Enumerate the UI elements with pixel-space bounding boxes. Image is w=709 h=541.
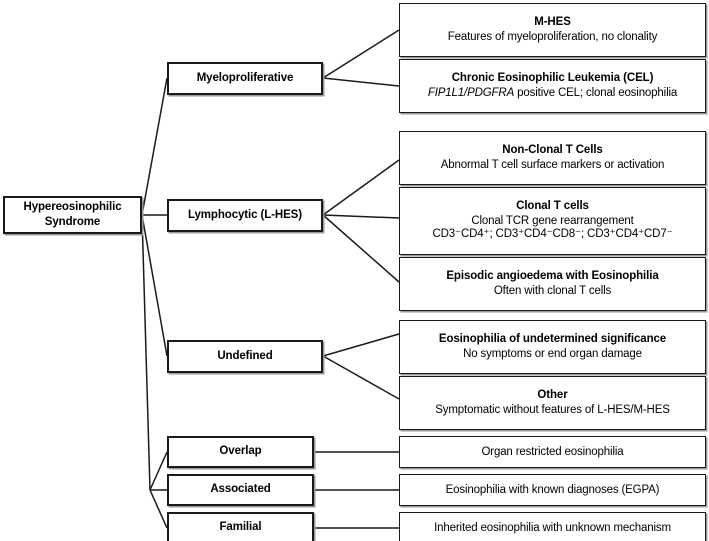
- node-associated[interactable]: Associated: [167, 474, 314, 506]
- connector-lympho-to-nonclonal: [322, 159, 400, 216]
- node-organ-restricted-eosinophilia[interactable]: Organ restricted eosinophilia: [399, 436, 706, 468]
- leaf-title-inherited-eosinophilia: Inherited eosinophilia with unknown mech…: [434, 521, 671, 534]
- leaf-title-organ-restricted-eosinophilia: Organ restricted eosinophilia: [481, 445, 624, 458]
- leaf-markers-clonal-t-cells: CD3⁻CD4⁺; CD3⁺CD4⁻CD8⁻; CD3⁺CD4⁺CD7⁻: [432, 228, 673, 241]
- category-label-lymphocytic: Lymphocytic (L-HES): [188, 208, 302, 221]
- leaf-subtitle-other: Symptomatic without features of L-HES/M-…: [435, 403, 670, 416]
- node-known-diagnoses[interactable]: Eosinophilia with known diagnoses (EGPA): [399, 474, 706, 506]
- leaf-subtitle-cel-rest: positive CEL; clonal eosinophilia: [514, 86, 678, 99]
- node-hypereosinophilic-syndrome[interactable]: Hypereosinophilic Syndrome: [3, 196, 142, 234]
- node-m-hes[interactable]: M-HES Features of myeloproliferation, no…: [399, 3, 706, 57]
- node-non-clonal-t-cells[interactable]: Non-Clonal T Cells Abnormal T cell surfa…: [399, 131, 706, 185]
- leaf-subtitle-non-clonal-t-cells: Abnormal T cell surface markers or activ…: [440, 158, 665, 171]
- leaf-title-non-clonal-t-cells: Non-Clonal T Cells: [502, 143, 603, 156]
- leaf-subtitle-cel: FIP1L1/PDGFRA positive CEL; clonal eosin…: [428, 87, 677, 101]
- category-label-myeloproliferative: Myeloproliferative: [196, 71, 294, 84]
- connector-root-to-myeloproliferative: [141, 77, 168, 216]
- connector-myelo-to-cel: [322, 77, 400, 87]
- leaf-title-episodic-angioedema: Episodic angioedema with Eosinophilia: [446, 269, 659, 282]
- leaf-title-known-diagnoses: Eosinophilia with known diagnoses (EGPA): [445, 483, 660, 496]
- leaf-title-other: Other: [537, 388, 568, 401]
- leaf-title-eosinophilia-undetermined: Eosinophilia of undetermined significanc…: [438, 332, 667, 345]
- node-clonal-t-cells[interactable]: Clonal T cells Clonal TCR gene rearrange…: [399, 187, 706, 255]
- category-label-familial: Familial: [219, 521, 262, 534]
- connector-lympho-to-angioedema: [322, 214, 400, 283]
- connector-hub-to-overlap: [149, 451, 168, 491]
- leaf-title-clonal-t-cells: Clonal T cells: [516, 200, 589, 213]
- root-label-line1: Hypereosinophilic: [23, 201, 122, 214]
- node-myeloproliferative[interactable]: Myeloproliferative: [167, 62, 323, 95]
- connector-undefined-to-eos: [322, 333, 400, 357]
- connector-lympho-to-clonal: [322, 214, 400, 219]
- connector-undefined-to-other: [322, 355, 400, 400]
- node-undefined[interactable]: Undefined: [167, 340, 323, 373]
- category-label-associated: Associated: [210, 483, 271, 496]
- connector-root-to-undefined: [141, 214, 168, 357]
- node-overlap[interactable]: Overlap: [167, 436, 314, 468]
- leaf-title-cel: Chronic Eosinophilic Leukemia (CEL): [451, 71, 654, 84]
- leaf-subtitle-eosinophilia-undetermined: No symptoms or end organ damage: [463, 347, 642, 360]
- node-cel[interactable]: Chronic Eosinophilic Leukemia (CEL) FIP1…: [399, 59, 706, 113]
- leaf-subtitle-m-hes: Features of myeloproliferation, no clona…: [447, 30, 658, 43]
- leaf-subtitle-clonal-t-cells: Clonal TCR gene rearrangement: [471, 214, 634, 227]
- node-inherited-eosinophilia[interactable]: Inherited eosinophilia with unknown mech…: [399, 512, 706, 541]
- connector-root-trunk-down: [141, 214, 151, 491]
- node-lymphocytic[interactable]: Lymphocytic (L-HES): [167, 199, 323, 232]
- node-familial[interactable]: Familial: [167, 512, 314, 541]
- node-episodic-angioedema[interactable]: Episodic angioedema with Eosinophilia Of…: [399, 257, 706, 311]
- leaf-title-m-hes: M-HES: [534, 15, 571, 28]
- category-label-undefined: Undefined: [217, 349, 273, 362]
- root-label-line2: Syndrome: [44, 216, 101, 228]
- gene-name-fip1l1-pdgfra: FIP1L1/PDGFRA: [427, 86, 515, 99]
- connector-myelo-to-mhes: [322, 29, 400, 79]
- connector-hub-to-familial: [149, 489, 168, 529]
- node-other[interactable]: Other Symptomatic without features of L-…: [399, 376, 706, 430]
- leaf-subtitle-episodic-angioedema: Often with clonal T cells: [493, 284, 612, 297]
- node-eosinophilia-undetermined[interactable]: Eosinophilia of undetermined significanc…: [399, 320, 706, 374]
- category-label-overlap: Overlap: [219, 445, 262, 458]
